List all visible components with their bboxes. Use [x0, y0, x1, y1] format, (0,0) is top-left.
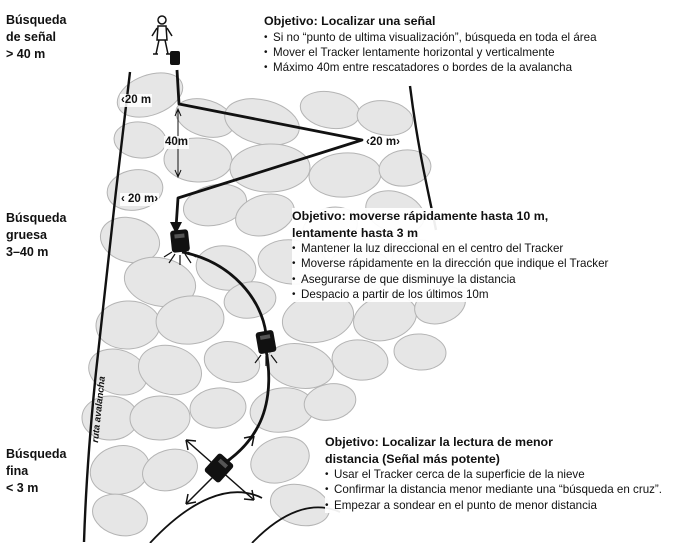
phase-label-coarse: Búsqueda gruesa 3–40 m — [6, 211, 67, 259]
boulder — [308, 152, 382, 198]
spacing-arrow-top — [174, 107, 182, 117]
phase-label-signal: Búsqueda de señal > 40 m — [6, 13, 67, 61]
objective-list: Usar el Tracker cerca de la superficie d… — [325, 467, 675, 513]
boulder — [155, 295, 225, 345]
boulder — [142, 448, 198, 492]
tracker-device-icon — [255, 330, 277, 354]
distance-label-top-left: ‹20 m — [120, 94, 153, 107]
hiker-icon — [151, 15, 173, 55]
avalanche-left-edge — [82, 71, 132, 543]
list-item: Despacio a partir de los últimos 10m — [292, 287, 676, 303]
boulder — [356, 100, 414, 136]
objective-list: Si no “punto de ultima visualización”, b… — [264, 30, 676, 76]
boulder — [331, 339, 389, 381]
objective-title: Objetivo: Localizar una señal — [264, 14, 436, 28]
list-item: Si no “punto de ultima visualización”, b… — [264, 30, 676, 46]
boulder — [129, 395, 191, 441]
objective-title: lentamente hasta 3 m — [292, 225, 419, 240]
objective-signal-search: Objetivo: Localizar una señal Si no “pun… — [264, 13, 676, 76]
boulder — [303, 383, 357, 421]
boulder — [195, 245, 257, 291]
list-item: Máximo 40m entre rescatadores o bordes d… — [264, 60, 676, 76]
objective-coarse-search: Objetivo: moverse rápidamente hasta 10 m… — [292, 208, 676, 302]
boulder — [92, 493, 148, 537]
search-path-coarse — [181, 250, 268, 335]
boulder — [378, 149, 432, 187]
boulder — [223, 281, 277, 319]
boulder — [99, 216, 161, 264]
list-item: Usar el Tracker cerca de la superficie d… — [325, 467, 675, 483]
tracker-device-icon — [170, 51, 180, 65]
boulder — [250, 436, 310, 484]
tracker-device-icon — [170, 229, 190, 253]
distance-label-right: ‹20 m› — [365, 136, 401, 149]
objective-title: Objetivo: moverse rápidamente hasta 10 m… — [292, 209, 549, 223]
distance-label-spacing: 40m — [164, 136, 190, 149]
list-item: Mover el Tracker lentamente horizontal y… — [264, 45, 676, 61]
boulder — [182, 183, 248, 227]
boulder — [269, 483, 331, 527]
list-item: Moverse rápidamente en la dirección que … — [292, 256, 676, 272]
list-item: Mantener la luz direccional en el centro… — [292, 241, 676, 257]
objective-list: Mantener la luz direccional en el centro… — [292, 241, 676, 302]
boulder — [299, 90, 361, 130]
search-path-arrowhead — [170, 222, 182, 234]
boulder — [189, 387, 247, 429]
boulder — [203, 341, 261, 383]
list-item: Confirmar la distancia menor mediante un… — [325, 482, 675, 498]
distance-label-bottom-left: ‹ 20 m› — [120, 193, 160, 206]
search-path-signal — [174, 69, 364, 229]
objective-title: distancia (Señal más potente) — [325, 451, 500, 466]
signal-rays-icon — [254, 354, 278, 366]
list-item: Empezar a sondear en el punto de menor d… — [325, 498, 675, 514]
phase-label-fine: Búsqueda fina < 3 m — [6, 447, 67, 495]
spacing-arrow-bottom — [174, 169, 182, 179]
boulder — [224, 98, 300, 146]
boulder — [235, 193, 295, 237]
boulder — [138, 344, 202, 396]
list-item: Asegurarse de que disminuye la distancia — [292, 272, 676, 288]
boulder — [95, 300, 161, 350]
signal-rays-icon — [163, 251, 197, 265]
snow-mound-left — [149, 491, 263, 543]
tracker-device-icon — [204, 453, 234, 483]
boulder — [123, 256, 197, 308]
objective-fine-search: Objetivo: Localizar la lectura de menor … — [325, 434, 675, 513]
boulder — [393, 333, 447, 371]
objective-title: Objetivo: Localizar la lectura de menor — [325, 435, 553, 449]
